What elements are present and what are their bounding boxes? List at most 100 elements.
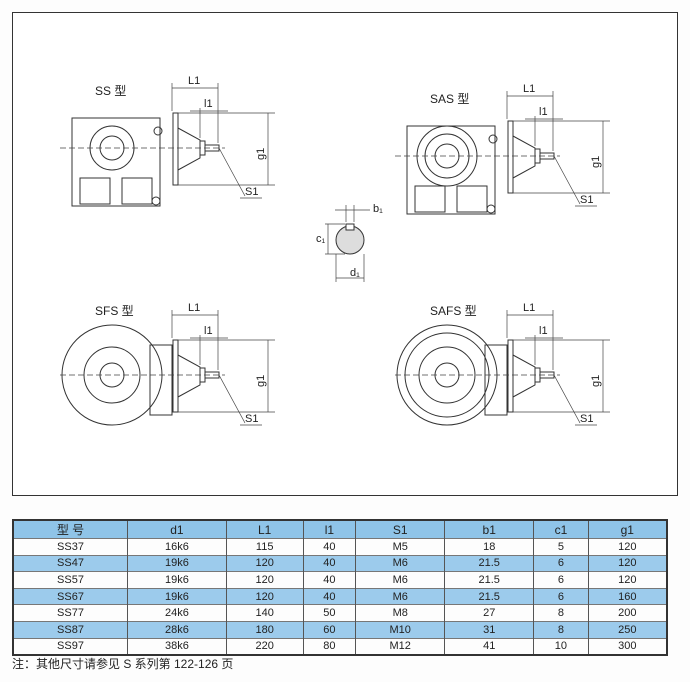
table-cell: 40 <box>302 587 356 605</box>
table-cell: 27 <box>444 604 534 622</box>
column-header: b1 <box>444 520 534 539</box>
table-cell: 250 <box>587 620 667 639</box>
drawing-title: SAS 型 <box>430 92 469 106</box>
table-cell: 21.5 <box>444 554 534 572</box>
table-cell: 6 <box>533 587 589 605</box>
table-cell: M6 <box>355 571 445 589</box>
label-g1: g1 <box>590 375 602 387</box>
column-header: c1 <box>533 520 589 539</box>
column-header: S1 <box>355 520 445 539</box>
leader-S1 <box>553 155 581 205</box>
table-cell: 10 <box>533 637 589 656</box>
column-header: 型 号 <box>12 520 128 539</box>
label-S1: S1 <box>580 413 593 425</box>
input-adapter <box>177 127 201 171</box>
hollow-shaft-bore <box>99 135 125 161</box>
input-adapter <box>512 354 536 398</box>
table-cell: 80 <box>302 637 356 656</box>
table-cell: SS77 <box>12 604 128 622</box>
table-cell: 120 <box>225 554 304 572</box>
table-cell: 115 <box>225 538 304 556</box>
gear-housing <box>149 344 173 416</box>
table-cell: 120 <box>225 571 304 589</box>
table-cell: 50 <box>302 604 356 622</box>
label-c1: c₁ <box>316 233 326 245</box>
table-cell: 140 <box>225 604 304 622</box>
table-cell: 38k6 <box>127 637 227 656</box>
table-cell: 41 <box>444 637 534 656</box>
label-g1: g1 <box>255 148 267 160</box>
label-S1: S1 <box>245 186 258 198</box>
label-L1: L1 <box>523 83 535 95</box>
table-cell: 220 <box>225 637 304 656</box>
column-header: l1 <box>302 520 356 539</box>
table-cell: 24k6 <box>127 604 227 622</box>
table-cell: SS57 <box>12 571 128 589</box>
table-cell: 120 <box>225 587 304 605</box>
table-cell: 40 <box>302 571 356 589</box>
drawing-title: SS 型 <box>95 84 126 98</box>
table-cell: 120 <box>587 571 667 589</box>
table-cell: 19k6 <box>127 587 227 605</box>
table-cell: 19k6 <box>127 554 227 572</box>
input-adapter <box>512 135 536 179</box>
table-cell: 60 <box>302 620 356 639</box>
adapter-flange <box>507 120 514 194</box>
table-cell: SS37 <box>12 538 128 556</box>
table-cell: 31 <box>444 620 534 639</box>
table-cell: 120 <box>587 554 667 572</box>
adapter-flange <box>172 112 179 186</box>
label-g1: g1 <box>255 375 267 387</box>
table-cell: 8 <box>533 604 589 622</box>
label-d1: d₁ <box>350 267 360 279</box>
table-cell: 5 <box>533 538 589 556</box>
table-cell: 6 <box>533 571 589 589</box>
table-cell: 19k6 <box>127 571 227 589</box>
label-l1: l1 <box>539 106 548 118</box>
housing-foot <box>79 177 111 205</box>
table-cell: SS97 <box>12 637 128 656</box>
table-cell: 21.5 <box>444 587 534 605</box>
table-cell: 300 <box>587 637 667 656</box>
table-cell: 200 <box>587 604 667 622</box>
bolt-icon <box>153 126 163 136</box>
table-cell: 40 <box>302 554 356 572</box>
table-cell: 6 <box>533 554 589 572</box>
housing-foot <box>456 185 488 213</box>
table-cell: 21.5 <box>444 571 534 589</box>
input-adapter <box>177 354 201 398</box>
label-l1: l1 <box>204 98 213 110</box>
table-cell: 40 <box>302 538 356 556</box>
housing-foot <box>414 185 446 213</box>
table-cell: 120 <box>587 538 667 556</box>
shaft-cross-section: b₁ c₁ d₁ <box>316 203 383 282</box>
bolt-icon <box>151 196 161 206</box>
table-cell: M6 <box>355 587 445 605</box>
label-L1: L1 <box>523 302 535 314</box>
label-l1: l1 <box>204 325 213 337</box>
drawing-title: SFS 型 <box>95 304 134 318</box>
gear-housing <box>71 117 161 207</box>
hollow-shaft-bore <box>99 362 125 388</box>
hollow-shaft-bore <box>434 143 460 169</box>
bolt-icon <box>488 134 498 144</box>
table-cell: 8 <box>533 620 589 639</box>
gear-housing <box>484 344 508 416</box>
table-cell: 180 <box>225 620 304 639</box>
label-b1: b₁ <box>373 203 383 215</box>
column-header: d1 <box>127 520 227 539</box>
drawing-title: SAFS 型 <box>430 304 477 318</box>
keyway <box>345 223 355 231</box>
table-cell: M10 <box>355 620 445 639</box>
column-header: g1 <box>587 520 667 539</box>
